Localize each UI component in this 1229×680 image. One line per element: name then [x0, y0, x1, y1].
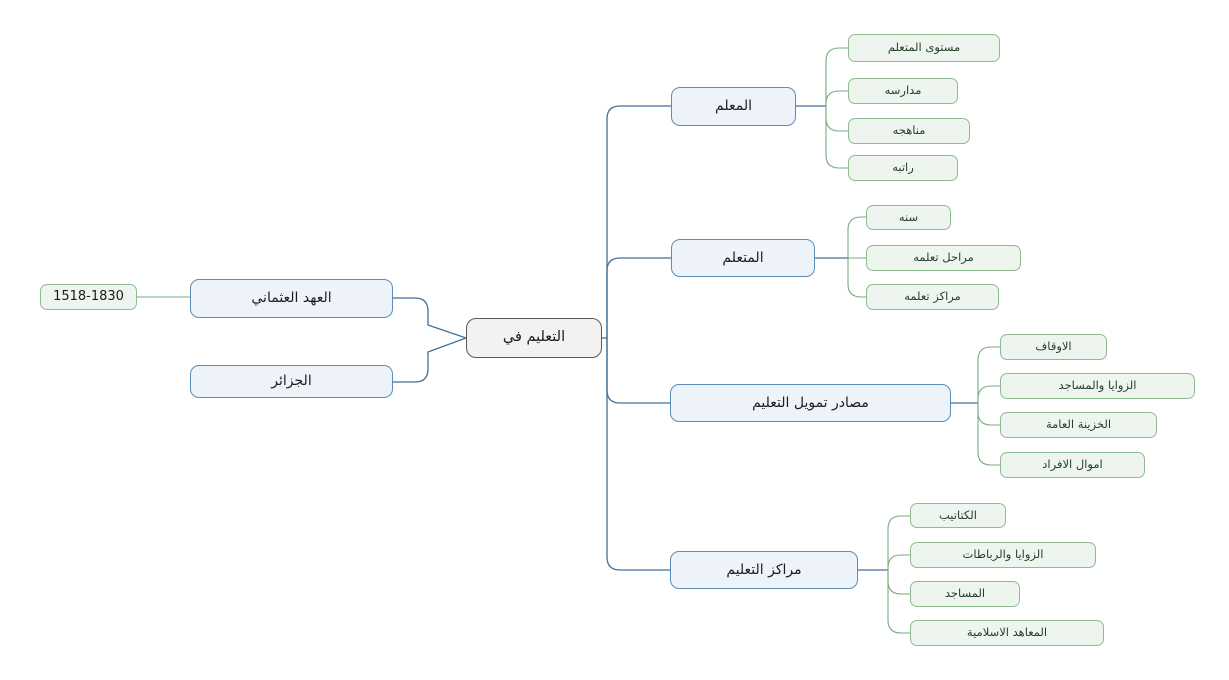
- leaf-node[interactable]: الخزينة العامة: [1000, 412, 1157, 438]
- link-b4-leaf3: [887, 570, 910, 595]
- link-trunk-branch3: [606, 338, 670, 404]
- link-b2-leaf3: [847, 258, 866, 298]
- link-b1-leaf4: [825, 106, 848, 169]
- link-b1-leaf1: [825, 47, 848, 106]
- link-b3-leaf1: [977, 346, 1000, 403]
- leaf-node[interactable]: المعاهد الاسلامية: [910, 620, 1104, 646]
- leaf-node[interactable]: اموال الافراد: [1000, 452, 1145, 478]
- root-node[interactable]: التعليم في: [466, 318, 602, 358]
- link-b4-leaf1: [887, 515, 910, 570]
- link-trunk-branch1: [606, 105, 671, 338]
- node-ottoman-era[interactable]: العهد العثماني: [190, 279, 393, 318]
- link-trunk-branch4: [606, 338, 670, 571]
- link-b2-leaf1: [847, 216, 866, 258]
- leaf-node[interactable]: الاوقاف: [1000, 334, 1107, 360]
- link-b1-leaf3: [825, 106, 848, 132]
- leaf-node[interactable]: مراكز تعلمه: [866, 284, 999, 310]
- leaf-node[interactable]: الزوايا والمساجد: [1000, 373, 1195, 399]
- branch-node-teacher[interactable]: المعلم: [671, 87, 796, 126]
- leaf-node[interactable]: مراحل تعلمه: [866, 245, 1021, 271]
- link-b3-leaf3: [977, 403, 1000, 426]
- link-algeria-to-root: [393, 337, 467, 383]
- link-b3-leaf2: [977, 385, 1000, 403]
- leaf-node[interactable]: الكتاتيب: [910, 503, 1006, 528]
- link-b1-leaf2: [825, 90, 848, 106]
- leaf-node[interactable]: مدارسه: [848, 78, 958, 104]
- node-algeria[interactable]: الجزائر: [190, 365, 393, 398]
- link-b4-leaf4: [887, 570, 910, 634]
- branch-node-learner[interactable]: المتعلم: [671, 239, 815, 277]
- branch-node-funding-sources[interactable]: مصادر تمويل التعليم: [670, 384, 951, 422]
- leaf-node[interactable]: مستوى المتعلم: [848, 34, 1000, 62]
- link-trunk-branch2: [606, 257, 671, 338]
- leaf-node[interactable]: مناهجه: [848, 118, 970, 144]
- leaf-node[interactable]: المساجد: [910, 581, 1020, 607]
- leaf-node[interactable]: سنه: [866, 205, 951, 230]
- link-ottoman-to-root: [393, 297, 467, 339]
- leaf-node[interactable]: راتبه: [848, 155, 958, 181]
- link-b3-leaf4: [977, 403, 1000, 466]
- link-b4-leaf2: [887, 554, 910, 570]
- node-date-range[interactable]: 1518-1830: [40, 284, 137, 310]
- leaf-node[interactable]: الزوايا والرباطات: [910, 542, 1096, 568]
- branch-node-education-centers[interactable]: مراكز التعليم: [670, 551, 858, 589]
